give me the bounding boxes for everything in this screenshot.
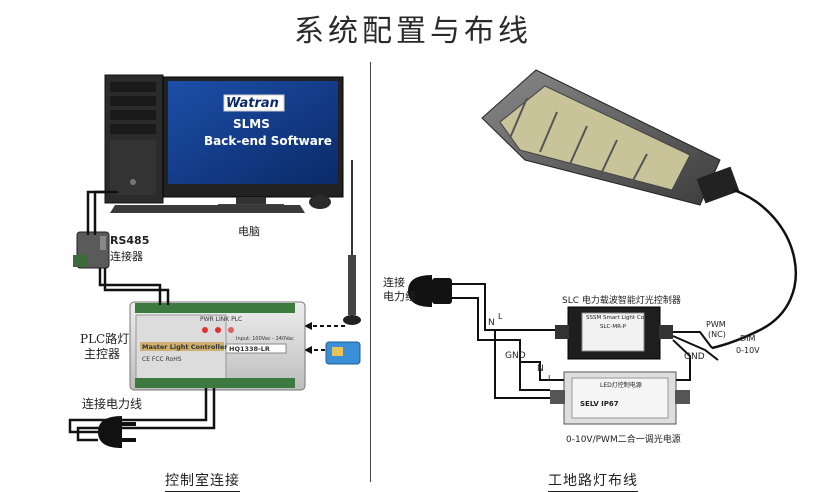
rs485-converter [73,231,110,269]
gnd-label-right: GND [684,352,705,362]
controller-name: Master Light Controller [142,343,228,351]
sim-card [325,341,361,365]
monitor-brand: Watran [226,96,279,111]
section-divider [370,62,371,482]
rs485-label: RS485 [110,234,150,247]
driver-device-model: SELV IP67 [580,400,619,408]
slc-controller [555,306,673,360]
controller-input: Input: 100Vac - 240Vac [236,336,294,342]
power-plug-left [98,416,136,448]
computer-label: 电脑 [238,225,260,238]
power-line-label-right-b: 电力线 [383,290,416,303]
dim-label: DIM [740,334,756,343]
keyboard [110,205,305,213]
plc-controller-label: 主控器 [84,347,121,361]
controller-leds: PWR LINK PLC [200,316,243,323]
slc-device-model: SLC-MR-P [600,324,627,330]
slc-label: SLC 电力载波智能灯光控制器 [562,296,681,306]
pwm-label: PWM [706,320,726,329]
controller-cert: CE FCC RoHS [142,356,182,363]
monitor-line1: SLMS [233,117,270,131]
footer-site-wiring: 工地路灯布线 [548,470,638,492]
mouse [309,195,331,209]
footer-control-room: 控制室连接 [165,470,240,492]
l-label-top: L [498,312,503,321]
l-label-bottom: L [548,374,553,383]
site-wires [452,283,719,399]
slc-device-name: SSSM Smart Light Control [586,315,657,321]
lamp-cable [711,188,798,350]
power-plug-right [408,275,452,307]
control-room-wires [68,190,216,442]
n-label-bottom: N [537,364,544,374]
plc-label: PLC路灯 [80,332,130,346]
driver-caption: 0-10V/PWM二合一调光电源 [566,435,681,445]
driver-device-name: LED灯控制电源 [600,382,642,389]
gnd-label-left: GND [505,351,526,361]
pc-tower [104,74,164,204]
dim-range-label: 0-10V [736,346,760,355]
monitor [162,76,344,209]
rs485-connector-label: 连接器 [110,250,143,263]
nc-label: (NC) [708,330,726,339]
led-driver [550,371,690,425]
page-title: 系统配置与布线 [294,14,532,49]
controller-model: HQ1338-LR [229,345,270,353]
antenna [343,160,361,325]
street-lamp [481,69,740,206]
power-line-label-left: 连接电力线 [82,397,143,411]
monitor-line2: Back-end Software [204,134,332,148]
master-light-controller [129,301,306,391]
n-label-top: N [488,318,495,328]
power-line-label-right-a: 连接 [383,276,405,289]
